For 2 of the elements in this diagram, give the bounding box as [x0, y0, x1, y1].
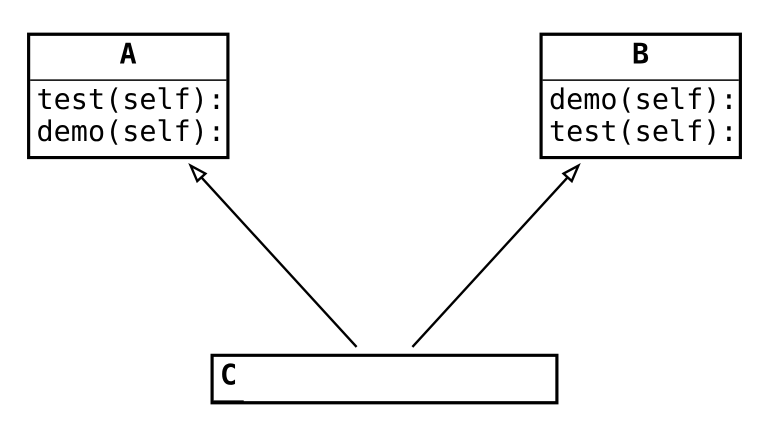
arrow	[188, 163, 358, 348]
arrow	[412, 163, 581, 348]
